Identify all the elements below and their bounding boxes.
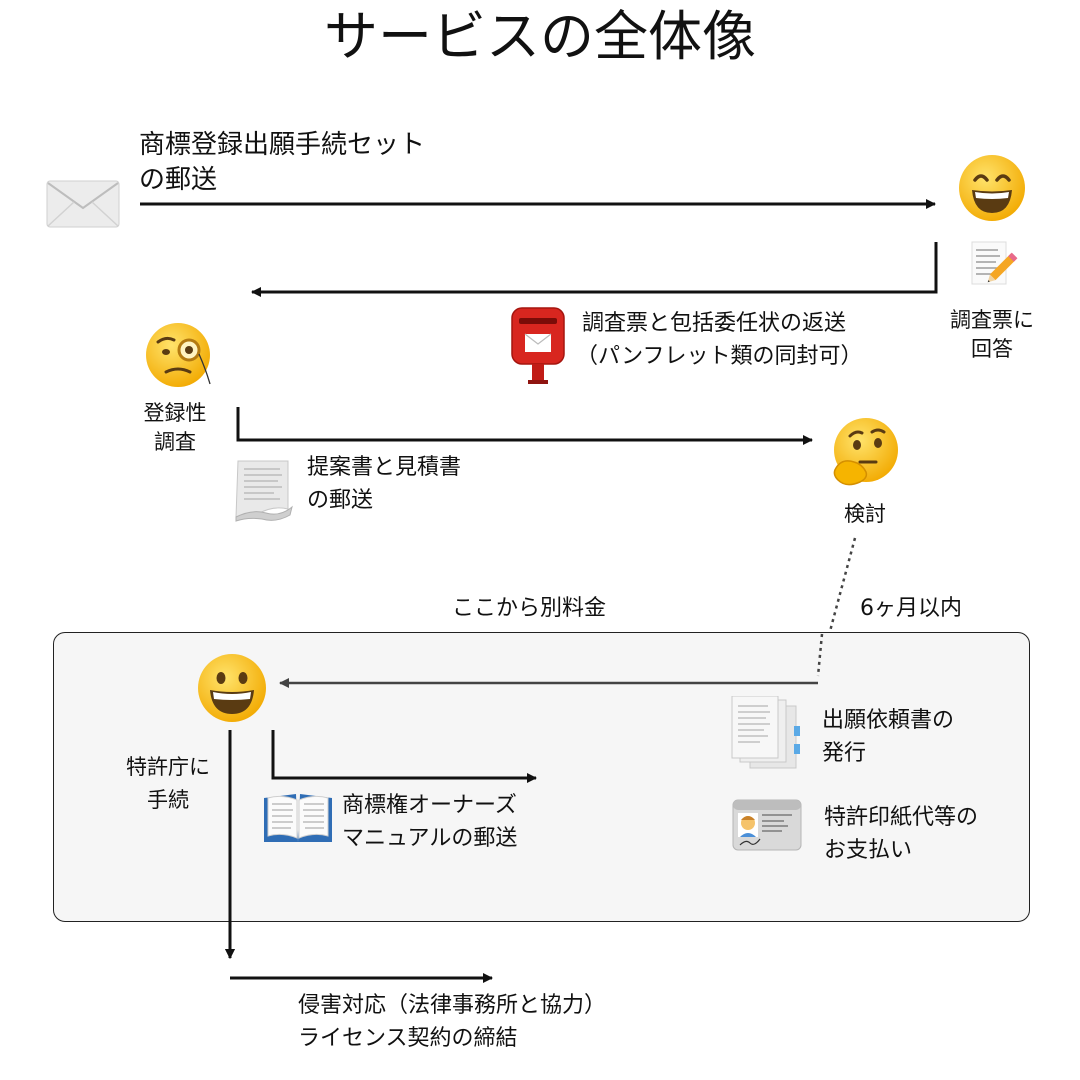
documents-icon: [731, 696, 800, 769]
extra-fee-label: ここから別料金: [452, 596, 607, 621]
thinking-face-icon: [833, 418, 898, 486]
return-docs-label: 調査票と包括委任状の返送 （パンフレット類の同封可）: [576, 311, 863, 369]
consider-label: 検討: [844, 502, 886, 526]
page-curl-icon: [235, 460, 293, 522]
arrow-return: [251, 242, 938, 297]
face-with-monocle-icon: [146, 323, 211, 387]
stamp-fee-label: 特許印紙代等の お支払い: [824, 805, 979, 863]
id-card-icon: [732, 799, 802, 851]
within-6-months-label: 6ヶ月以内: [860, 596, 962, 621]
jpo-procedure-label: 特許庁に 手続: [126, 755, 210, 812]
infringement-label: 侵害対応（法律事務所と協力） ライセンス契約の締結: [298, 993, 607, 1051]
grinning-face-with-smiling-eyes-icon: [959, 155, 1025, 221]
postbox-icon: [511, 307, 565, 384]
envelope-icon: [46, 180, 120, 228]
grinning-face-icon: [198, 654, 266, 722]
answer-label: 調査票に 回答: [950, 308, 1034, 361]
owners-manual-label: 商標権オーナーズ マニュアルの郵送: [342, 793, 518, 851]
memo-pencil-icon: [971, 241, 1018, 285]
registrability-label: 登録性 調査: [143, 401, 207, 454]
issue-request-label: 出願依頼書の 発行: [822, 708, 955, 766]
open-book-icon: [264, 794, 332, 842]
arrow-proposal: [236, 407, 813, 445]
page-title: サービスの全体像: [324, 5, 756, 68]
proposal-label: 提案書と見積書 の郵送: [307, 455, 462, 513]
mail-set-label: 商標登録出願手続セット の郵送: [139, 130, 426, 195]
